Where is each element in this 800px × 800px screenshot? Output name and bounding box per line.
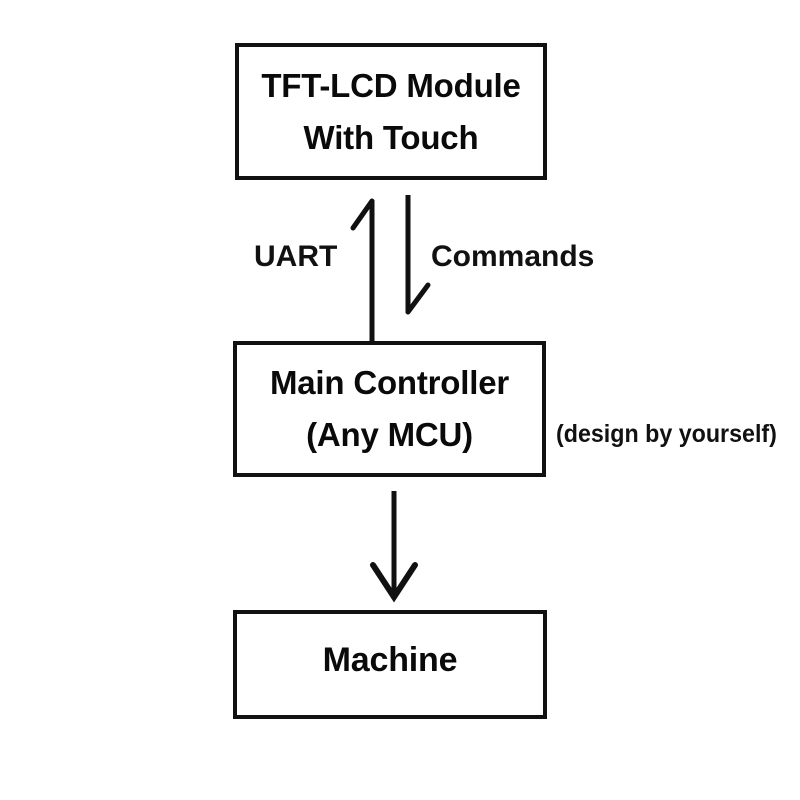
node-machine-label: Machine	[322, 641, 458, 679]
annotation-design-by-yourself: (design by yourself)	[556, 420, 777, 448]
node-machine[interactable]: Machine	[233, 610, 547, 719]
arrow-commands-barb	[405, 282, 431, 315]
arrow-controller-to-machine	[370, 491, 418, 603]
node-lcd-label-line1: TFT-LCD Module	[261, 66, 521, 104]
arrow-uart-barb	[350, 198, 375, 231]
node-tft-lcd-module[interactable]: TFT-LCD Module With Touch	[235, 43, 547, 180]
edge-label-commands: Commands	[431, 240, 595, 273]
node-main-controller[interactable]: Main Controller (Any MCU)	[233, 341, 546, 477]
node-controller-label-line1: Main Controller	[269, 364, 509, 401]
arrow-uart-up	[350, 198, 375, 341]
edge-label-uart: UART	[254, 240, 338, 273]
arrow-machine-head	[370, 562, 418, 603]
arrow-commands-down	[405, 195, 431, 315]
node-lcd-label-line2: With Touch	[303, 118, 479, 156]
node-controller-label-line2: (Any MCU)	[306, 416, 473, 453]
